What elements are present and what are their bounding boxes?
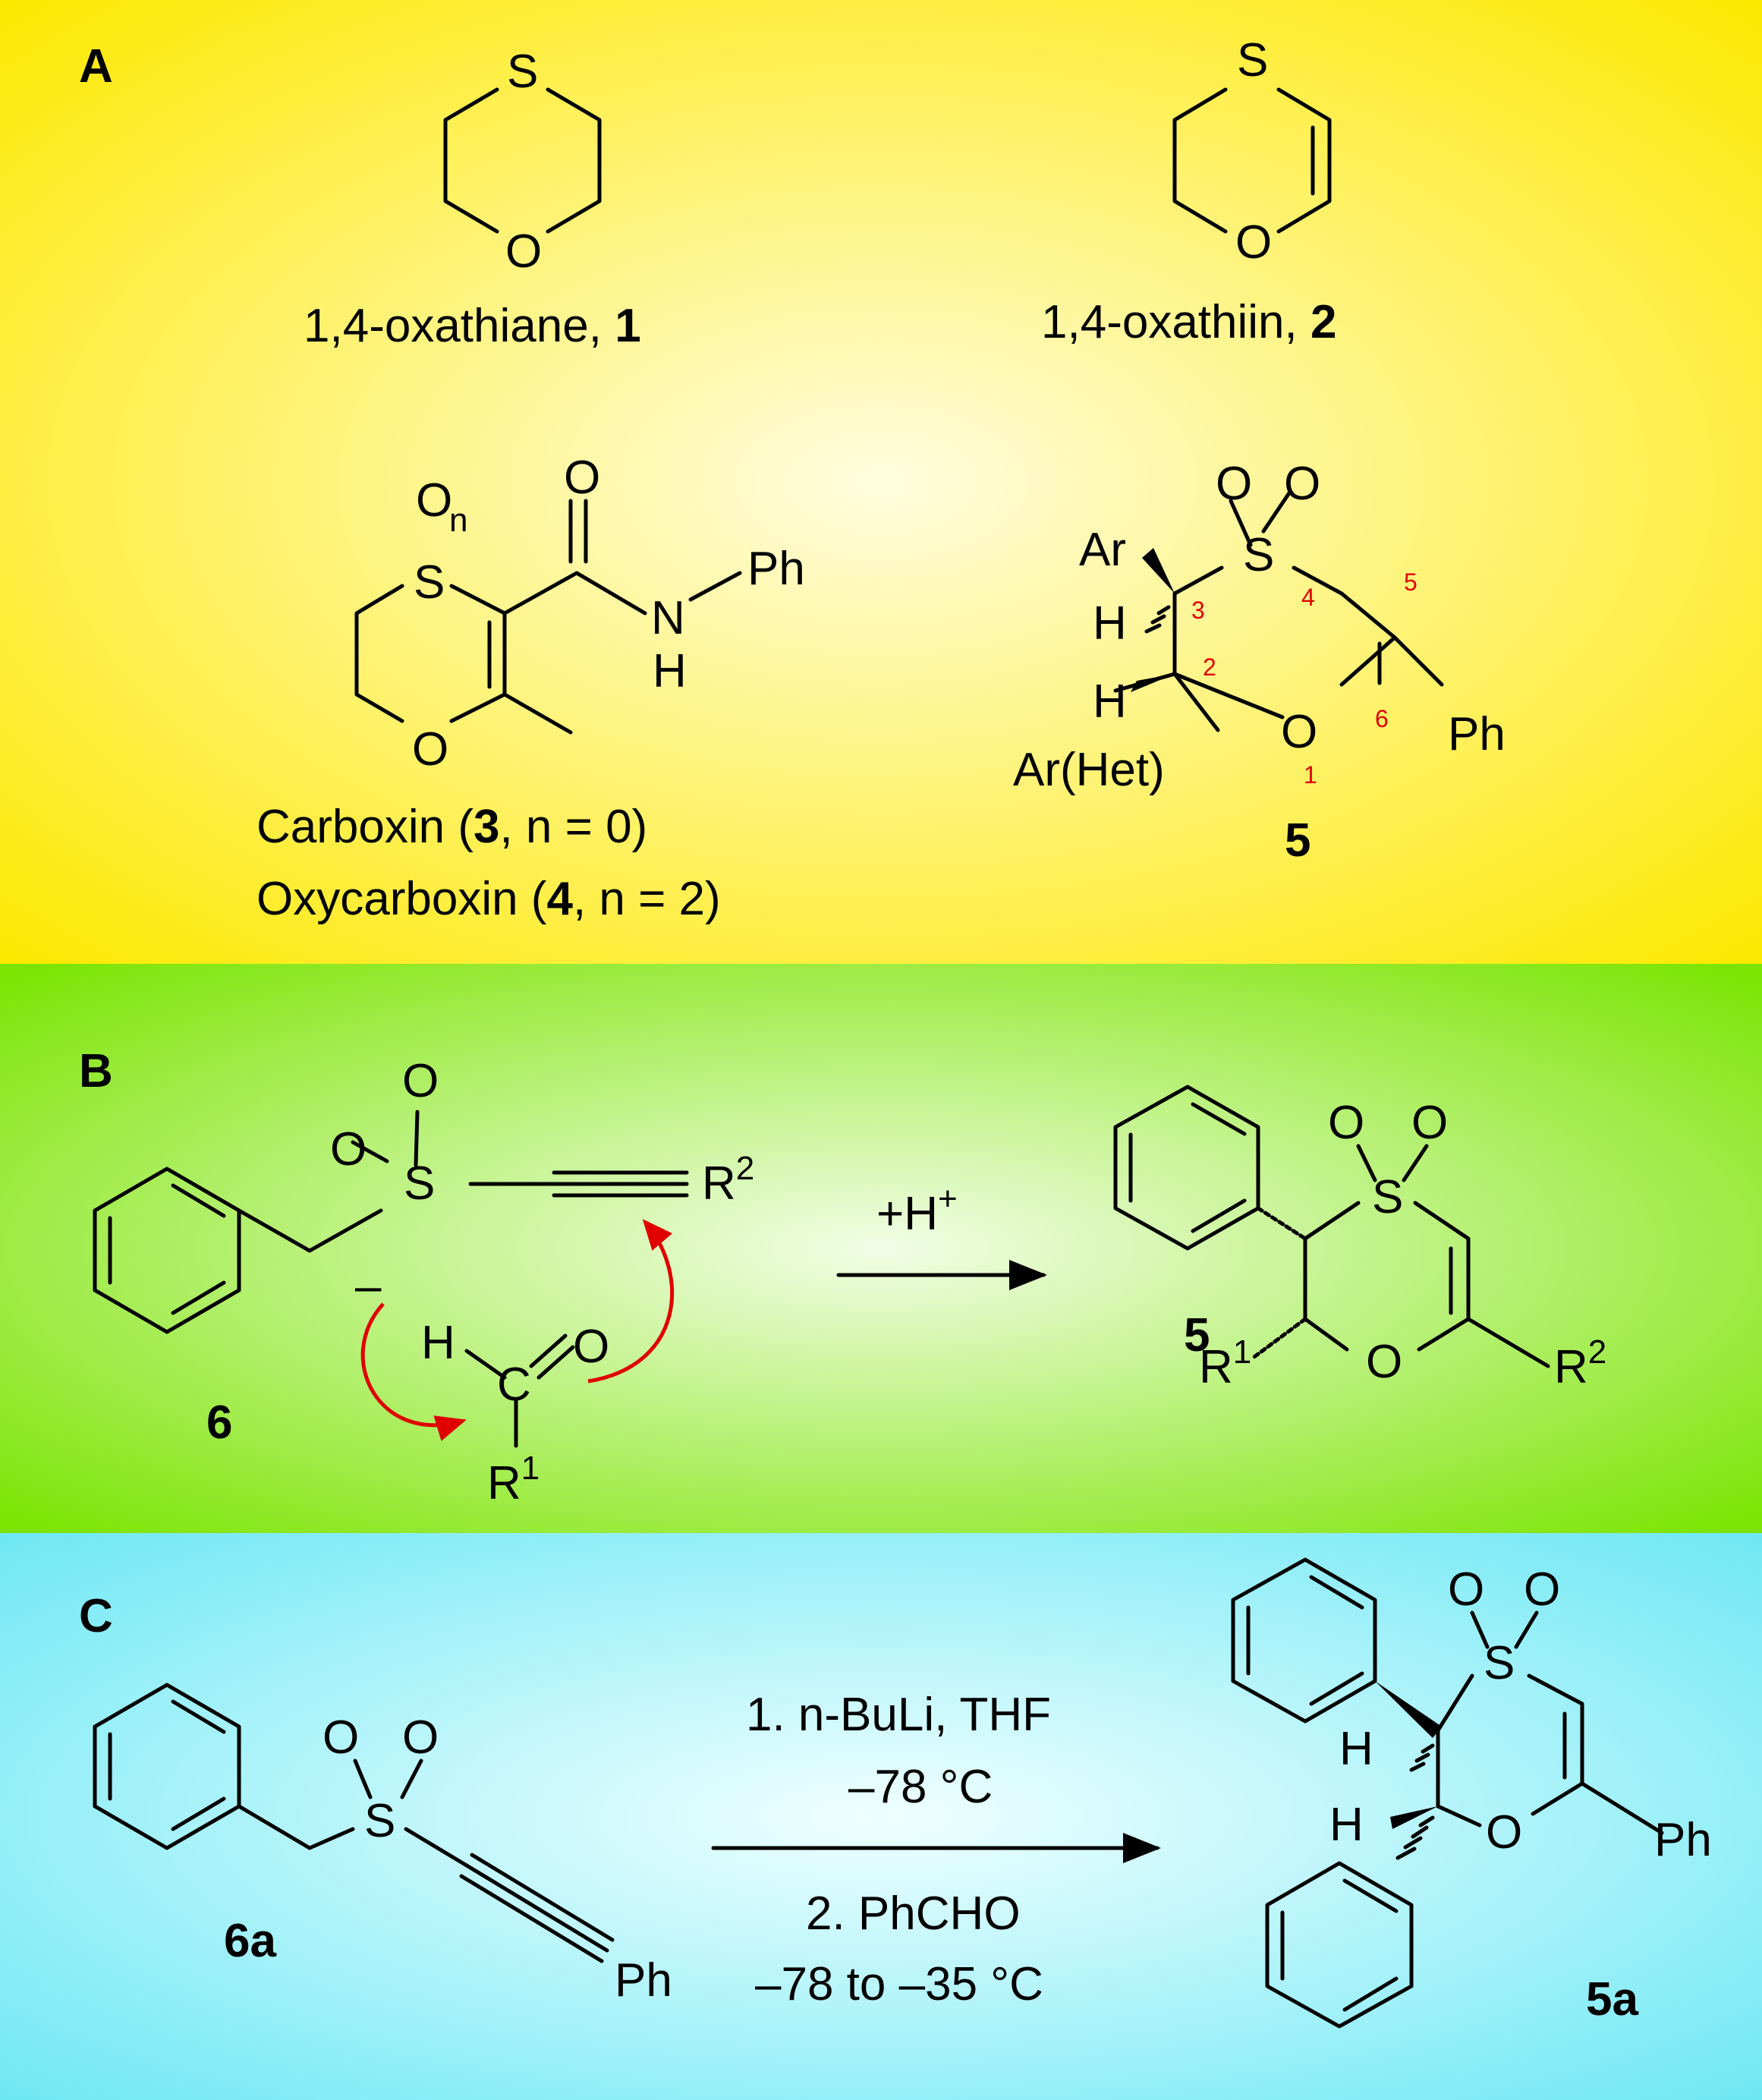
compound-5-label: 5 — [1285, 814, 1310, 867]
reagent-step-1: 1. n-BuLi, THF — [746, 1689, 1051, 1741]
sulfur-atom: S — [1484, 1637, 1515, 1689]
compound-1-caption: 1,4-oxathiane, 1 — [304, 300, 641, 352]
oxo-sulfur-n: n — [449, 502, 467, 539]
panel-b-background — [0, 964, 1762, 1533]
ring-position-3: 3 — [1191, 597, 1205, 624]
nh-hydrogen: H — [653, 645, 687, 697]
sulfur-atom: S — [1372, 1171, 1403, 1223]
carbonyl-oxygen: O — [564, 452, 600, 504]
product-5-structure: O O S O R1 R2 — [1113, 1085, 1606, 1393]
r2-group: R2 — [1554, 1333, 1606, 1393]
panel-a-background — [0, 0, 1762, 964]
compound-2-structure: S O — [1172, 34, 1332, 269]
compound-6a-structure: O O S Ph — [93, 1683, 672, 2007]
sulfone-oxygen: O — [323, 1711, 359, 1764]
oxygen-atom: O — [412, 723, 448, 776]
compound-2-caption: 1,4-oxathiin, 2 — [1041, 296, 1336, 348]
compound-1-structure: S O — [443, 46, 602, 278]
phenyl-group: Ph — [1654, 1814, 1712, 1866]
curved-arrow — [360, 1302, 467, 1441]
panel-c-label: C — [79, 1590, 113, 1642]
curved-arrow — [587, 1219, 675, 1384]
carboxin-caption: Carboxin (3, n = 0) — [256, 801, 647, 853]
phenyl-group: Ph — [615, 1954, 672, 2007]
ring-position-4: 4 — [1301, 584, 1315, 611]
phenyl-group: Ph — [1448, 708, 1506, 760]
sulfone-oxygen: O — [1216, 458, 1252, 510]
carbonyl-carbon: C — [497, 1359, 531, 1411]
sulfur-atom: S — [414, 556, 445, 609]
sulfone-oxygen: O — [1524, 1563, 1560, 1616]
ring-position-5: 5 — [1404, 568, 1417, 596]
hydrogen-atom: H — [1093, 597, 1127, 650]
reagent-step-1-temp: –78 °C — [848, 1761, 993, 1813]
r1-group: R1 — [487, 1450, 540, 1510]
panel-b-label: B — [79, 1045, 113, 1097]
hydrogen-atom: H — [1329, 1799, 1364, 1851]
product-5a-structure: O O S H H O Ph — [1231, 1557, 1712, 2029]
sulfur-atom: S — [507, 46, 538, 98]
wedge-bond — [1142, 548, 1175, 593]
oxygen-atom: O — [1235, 216, 1272, 269]
compound-5a-label: 5a — [1586, 1973, 1638, 2026]
carbonyl-oxygen: O — [573, 1321, 609, 1373]
ring-position-2: 2 — [1203, 653, 1216, 681]
oxygen-atom: O — [1281, 706, 1317, 758]
wedge-bond — [1131, 674, 1175, 692]
sulfur-atom: S — [1243, 529, 1274, 581]
sulfur-atom: S — [364, 1795, 395, 1847]
reagent-step-2-temp: –78 to –35 °C — [755, 1958, 1043, 2010]
sulfone-oxygen: O — [402, 1711, 439, 1764]
oxygen-atom: O — [1366, 1336, 1402, 1388]
panel-a-label: A — [79, 40, 113, 93]
compound-5-structure: O O S Ar H H O Ph Ar(Het) 3 4 5 2 6 1 — [1013, 458, 1506, 796]
oxo-sulfur-o: O — [416, 474, 452, 527]
sulfone-oxygen: O — [402, 1055, 439, 1107]
compound-6a-label: 6a — [224, 1915, 276, 1967]
oxycarboxin-caption: Oxycarboxin (4, n = 2) — [256, 873, 721, 925]
sulfone-oxygen: O — [1328, 1097, 1364, 1149]
sulfur-atom: S — [1237, 34, 1268, 87]
r1-group: R1 — [1199, 1333, 1251, 1393]
sulfone-oxygen: O — [1411, 1097, 1448, 1149]
carbanion-charge: – — [355, 1260, 382, 1312]
r2-group: R2 — [702, 1150, 754, 1210]
reagent-step-2: 2. PhCHO — [806, 1887, 1021, 1940]
aldehyde-hydrogen: H — [421, 1317, 455, 1369]
nitrogen-atom: N — [651, 592, 685, 644]
ring-position-1: 1 — [1304, 761, 1317, 789]
heteroaryl-group: Ar(Het) — [1013, 744, 1165, 796]
compound-5-label-b: 5 — [1184, 1309, 1210, 1362]
wedge-bond — [1390, 1806, 1438, 1829]
ring-position-6: 6 — [1375, 705, 1389, 732]
hydrogen-atom: H — [1093, 675, 1127, 728]
acid-quench-label: +H+ — [876, 1180, 958, 1240]
sulfone-oxygen: O — [1284, 458, 1320, 510]
panel-c-background — [0, 1533, 1762, 2100]
hydrogen-atom: H — [1339, 1723, 1373, 1775]
carboxin-structure: O n S O O N H Ph — [354, 452, 805, 776]
sulfone-oxygen: O — [330, 1123, 367, 1176]
compound-6-structure: O O S R2 – — [93, 1055, 754, 1441]
wedge-bond — [1375, 1681, 1442, 1738]
aldehyde-structure: H C O R1 — [421, 1317, 609, 1510]
aryl-group: Ar — [1079, 524, 1126, 576]
sulfone-oxygen: O — [1448, 1563, 1484, 1616]
oxygen-atom: O — [505, 225, 542, 278]
phenyl-group: Ph — [747, 543, 805, 595]
compound-6-label: 6 — [206, 1396, 232, 1449]
sulfur-atom: S — [404, 1157, 435, 1210]
oxygen-atom: O — [1486, 1806, 1522, 1859]
